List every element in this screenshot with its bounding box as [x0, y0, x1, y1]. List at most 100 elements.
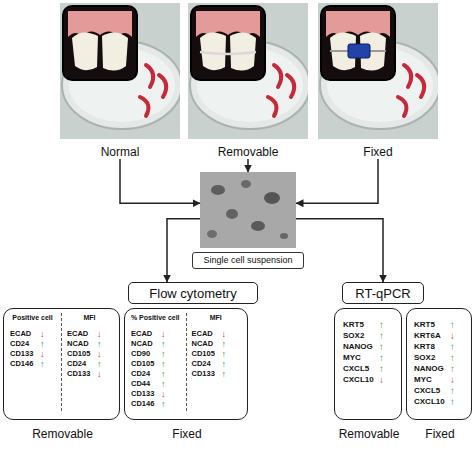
microscopy-image	[200, 172, 296, 248]
marker-name: CXCL10	[343, 374, 374, 385]
trend-arrow: ↑	[379, 363, 384, 374]
marker-name: CD146	[131, 399, 154, 409]
trend-arrow: ↑	[379, 341, 384, 352]
trend-arrow: ↑	[450, 341, 455, 352]
marker-name: CD105	[131, 359, 154, 369]
node-photo: Normal	[60, 3, 180, 159]
marker-name: NCAD	[67, 339, 89, 349]
trend-arrow: ↓	[161, 329, 166, 339]
trend-arrow: ↓	[97, 369, 102, 379]
flow-arrow	[296, 219, 383, 282]
trend-arrow: ↑	[40, 359, 45, 369]
cell	[241, 180, 251, 188]
trend-arrow: ↓	[97, 329, 102, 339]
marker-name: CD133	[192, 369, 215, 379]
fixed-photo	[318, 3, 440, 139]
trend-arrow: ↓	[40, 329, 45, 339]
trend-arrow: ↑	[161, 399, 166, 409]
cell	[211, 185, 225, 195]
marker-name: CD44	[131, 379, 150, 389]
condition-label: Fixed	[318, 145, 438, 159]
trend-arrow: ↑	[450, 363, 455, 374]
marker-name: CXCL10	[414, 396, 445, 407]
trend-arrow: ↓	[40, 349, 45, 359]
trend-arrow: ↑	[222, 349, 227, 359]
orthodontic-bracket	[348, 44, 370, 58]
node-cell: Single cell suspension	[200, 172, 296, 276]
trend-arrow: ↑	[379, 352, 384, 363]
marker-name: NANOG	[343, 341, 373, 352]
node-photo: Removable	[188, 3, 308, 159]
flow-arrow	[120, 159, 200, 203]
trend-arrow: ↑	[40, 339, 45, 349]
removable-photo	[188, 3, 310, 139]
cell	[226, 209, 238, 219]
marker-name: CD146	[10, 359, 33, 369]
marker-name: ECAD	[192, 329, 213, 339]
trend-arrow: ↑	[222, 369, 227, 379]
column-divider	[61, 313, 62, 411]
method-label: RT-qPCR	[343, 283, 423, 303]
column-header: Positive cell	[4, 313, 61, 322]
trend-arrow: ↓	[450, 330, 455, 341]
marker-name: NCAD	[131, 339, 153, 349]
cell	[251, 221, 265, 231]
marker-name: CD24	[67, 359, 86, 369]
marker-name: CD133	[67, 369, 90, 379]
trend-arrow: ↑	[161, 369, 166, 379]
trend-arrow: ↓	[222, 329, 227, 339]
marker-name: ECAD	[131, 329, 152, 339]
marker-name: KRT8	[414, 341, 435, 352]
node-panel: KRT5↑SOX2↑NANOG↑MYC↑CXCL5↑CXCL10↓Removab…	[334, 308, 402, 420]
marker-name: CD24	[192, 359, 211, 369]
trend-arrow: ↑	[379, 330, 384, 341]
marker-name: KRT6A	[414, 330, 441, 341]
trend-arrow: ↑	[97, 339, 102, 349]
flow-arrow	[296, 159, 378, 203]
condition-label: Removable	[188, 145, 308, 159]
column-header: MFI	[186, 313, 247, 322]
node-photo: Fixed	[318, 3, 438, 159]
trend-arrow: ↓	[450, 374, 455, 385]
trend-arrow: ↑	[97, 359, 102, 369]
trend-arrow: ↓	[379, 374, 384, 385]
trend-arrow: ↑	[450, 352, 455, 363]
marker-name: CD133	[10, 349, 33, 359]
marker-name: ECAD	[67, 329, 88, 339]
removable-wire	[200, 52, 256, 54]
condition-label: Normal	[60, 145, 180, 159]
column-divider	[186, 313, 187, 411]
trend-arrow: ↑	[450, 319, 455, 330]
trend-arrow: ↓	[97, 349, 102, 359]
node-box: Flow cytometry	[128, 282, 258, 304]
marker-name: KRT5	[414, 319, 435, 330]
node-panel: % Positive cellMFIECAD↓NCAD↑CD90↑CD105↑C…	[124, 308, 248, 420]
trend-arrow: ↑	[161, 379, 166, 389]
trend-arrow: ↓	[161, 389, 166, 399]
group-label: Removable	[331, 427, 407, 441]
marker-name: ECAD	[10, 329, 31, 339]
marker-name: CD24	[131, 369, 150, 379]
marker-name: NCAD	[192, 339, 214, 349]
node-panel: Positive cellMFIECAD↓CD24↑CD133↓CD146↑EC…	[3, 308, 120, 420]
group-label: Fixed	[121, 427, 253, 441]
marker-name: SOX2	[343, 330, 364, 341]
flow-arrow	[167, 219, 200, 282]
group-label: Removable	[0, 427, 125, 441]
marker-name: KRT5	[343, 319, 364, 330]
cell	[280, 233, 288, 239]
node-panel: KRT5↑KRT6A↓KRT8↑SOX2↑NANOG↑MYC↓CXCL5↑CXC…	[406, 308, 472, 420]
trend-arrow: ↑	[222, 339, 227, 349]
trend-arrow: ↑	[450, 385, 455, 396]
trend-arrow: ↑	[161, 339, 166, 349]
normal-photo	[60, 3, 182, 139]
marker-name: CD105	[67, 349, 90, 359]
marker-name: CXCL5	[414, 385, 440, 396]
marker-name: CD90	[131, 349, 150, 359]
marker-name: CD24	[10, 339, 29, 349]
method-label: Flow cytometry	[129, 283, 257, 303]
marker-name: MYC	[343, 352, 361, 363]
marker-name: SOX2	[414, 352, 435, 363]
trend-arrow: ↑	[450, 396, 455, 407]
